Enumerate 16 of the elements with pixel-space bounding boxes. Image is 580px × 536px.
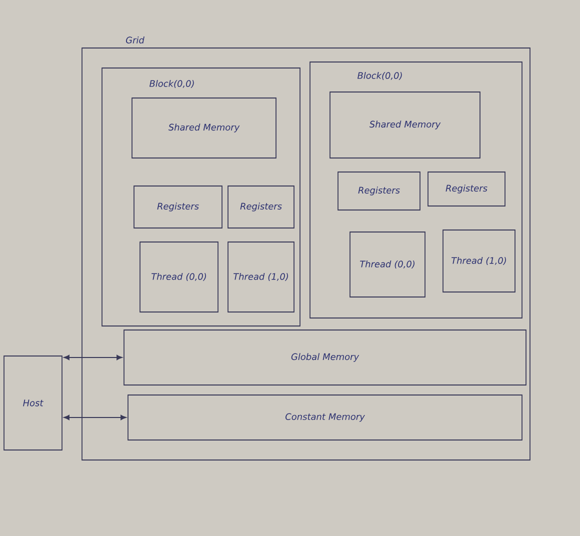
arrow	[64, 414, 126, 420]
memory-box: Shared Memory	[132, 98, 276, 158]
thread-box: Thread (1,0)	[442, 230, 516, 292]
thread-box: Thread (1,0)	[228, 242, 294, 312]
thread-box: Thread (0,0)	[350, 232, 426, 298]
node-label: Grid	[126, 36, 144, 44]
register-box: Registers	[134, 186, 222, 228]
host-box: Host	[4, 356, 62, 450]
register-box: Registers	[428, 172, 506, 206]
memory-box: Shared Memory	[330, 92, 480, 158]
register-box: Registers	[228, 186, 294, 228]
memory-box: Constant Memory	[128, 394, 522, 440]
thread-box: Thread (0,0)	[140, 242, 218, 312]
register-box: Registers	[338, 172, 420, 210]
memory-box: Global Memory	[124, 330, 526, 386]
arrow	[64, 354, 122, 360]
